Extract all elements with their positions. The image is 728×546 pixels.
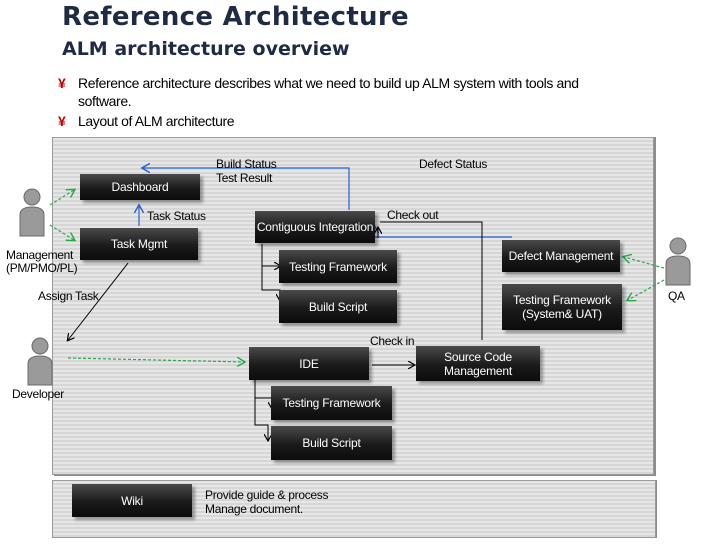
bullet-item: ¥ Reference architecture describes what … [58,74,579,110]
bullet-text: Layout of ALM architecture [78,113,235,129]
page-subtitle: ALM architecture overview [62,38,350,60]
ci-to-build-arrow [261,266,280,300]
task-mgmt-box: Task Mgmt [80,228,198,260]
developer-label: Developer [12,387,64,401]
developer-actor-icon [27,337,53,386]
management-to-taskmgmt [49,224,74,240]
bullet-item: ¥ Layout of ALM architecture [58,112,235,130]
management-actor-icon [19,188,45,237]
ide-box: IDE [249,347,369,380]
ide-to-build-arrow [254,398,268,440]
defect-status-label: Defect Status [419,157,488,171]
build-status-label: Build Status [216,157,277,171]
developer-to-ide [67,358,244,362]
task-status-label: Task Status [147,209,206,223]
testing-framework-qa-box: Testing Framework (System& UAT) [502,284,622,330]
ide-to-testing-arrow [254,380,272,408]
check-in-label: Check in [370,334,415,348]
wiki-description-line1: Provide guide & process [205,488,329,502]
ci-to-testing-arrow [261,244,280,266]
check-out-label: Check out [387,208,439,222]
defect-status-arrow [374,226,512,238]
build-script-ci-box: Build Script [279,290,397,323]
page-title: Reference Architecture [62,2,409,32]
defect-management-box: Defect Management [502,240,620,272]
wiki-description-line2: Manage document. [205,502,303,516]
test-result-label: Test Result [216,171,273,185]
qa-label: QA [668,289,685,303]
bullet-text: Reference architecture describes what we… [78,75,579,91]
contiguous-integration-box: Contiguous Integration [255,211,375,243]
build-script-ide-box: Build Script [271,426,392,460]
qa-actor-icon [665,237,691,286]
assign-task-arrow [68,262,129,340]
dashboard-box: Dashboard [80,174,200,200]
bullet-mark: ¥ [58,75,66,91]
management-label: Management [6,248,74,262]
source-code-management-box: Source Code Management [416,346,540,381]
bullet-text-continued: software. [78,93,132,109]
qa-to-defect [624,257,665,269]
check-out-line [380,221,483,340]
testing-framework-ide-box: Testing Framework [271,386,392,420]
testing-framework-ci-box: Testing Framework [279,250,397,283]
assign-task-label: Assign Task [38,289,99,303]
wiki-box: Wiki [72,484,192,517]
management-to-dashboard [49,190,74,206]
management-role-label: (PM/PMO/PL) [6,261,78,275]
build-status-arrow [143,168,350,210]
bullet-mark: ¥ [58,113,66,129]
qa-to-testing [628,279,665,300]
